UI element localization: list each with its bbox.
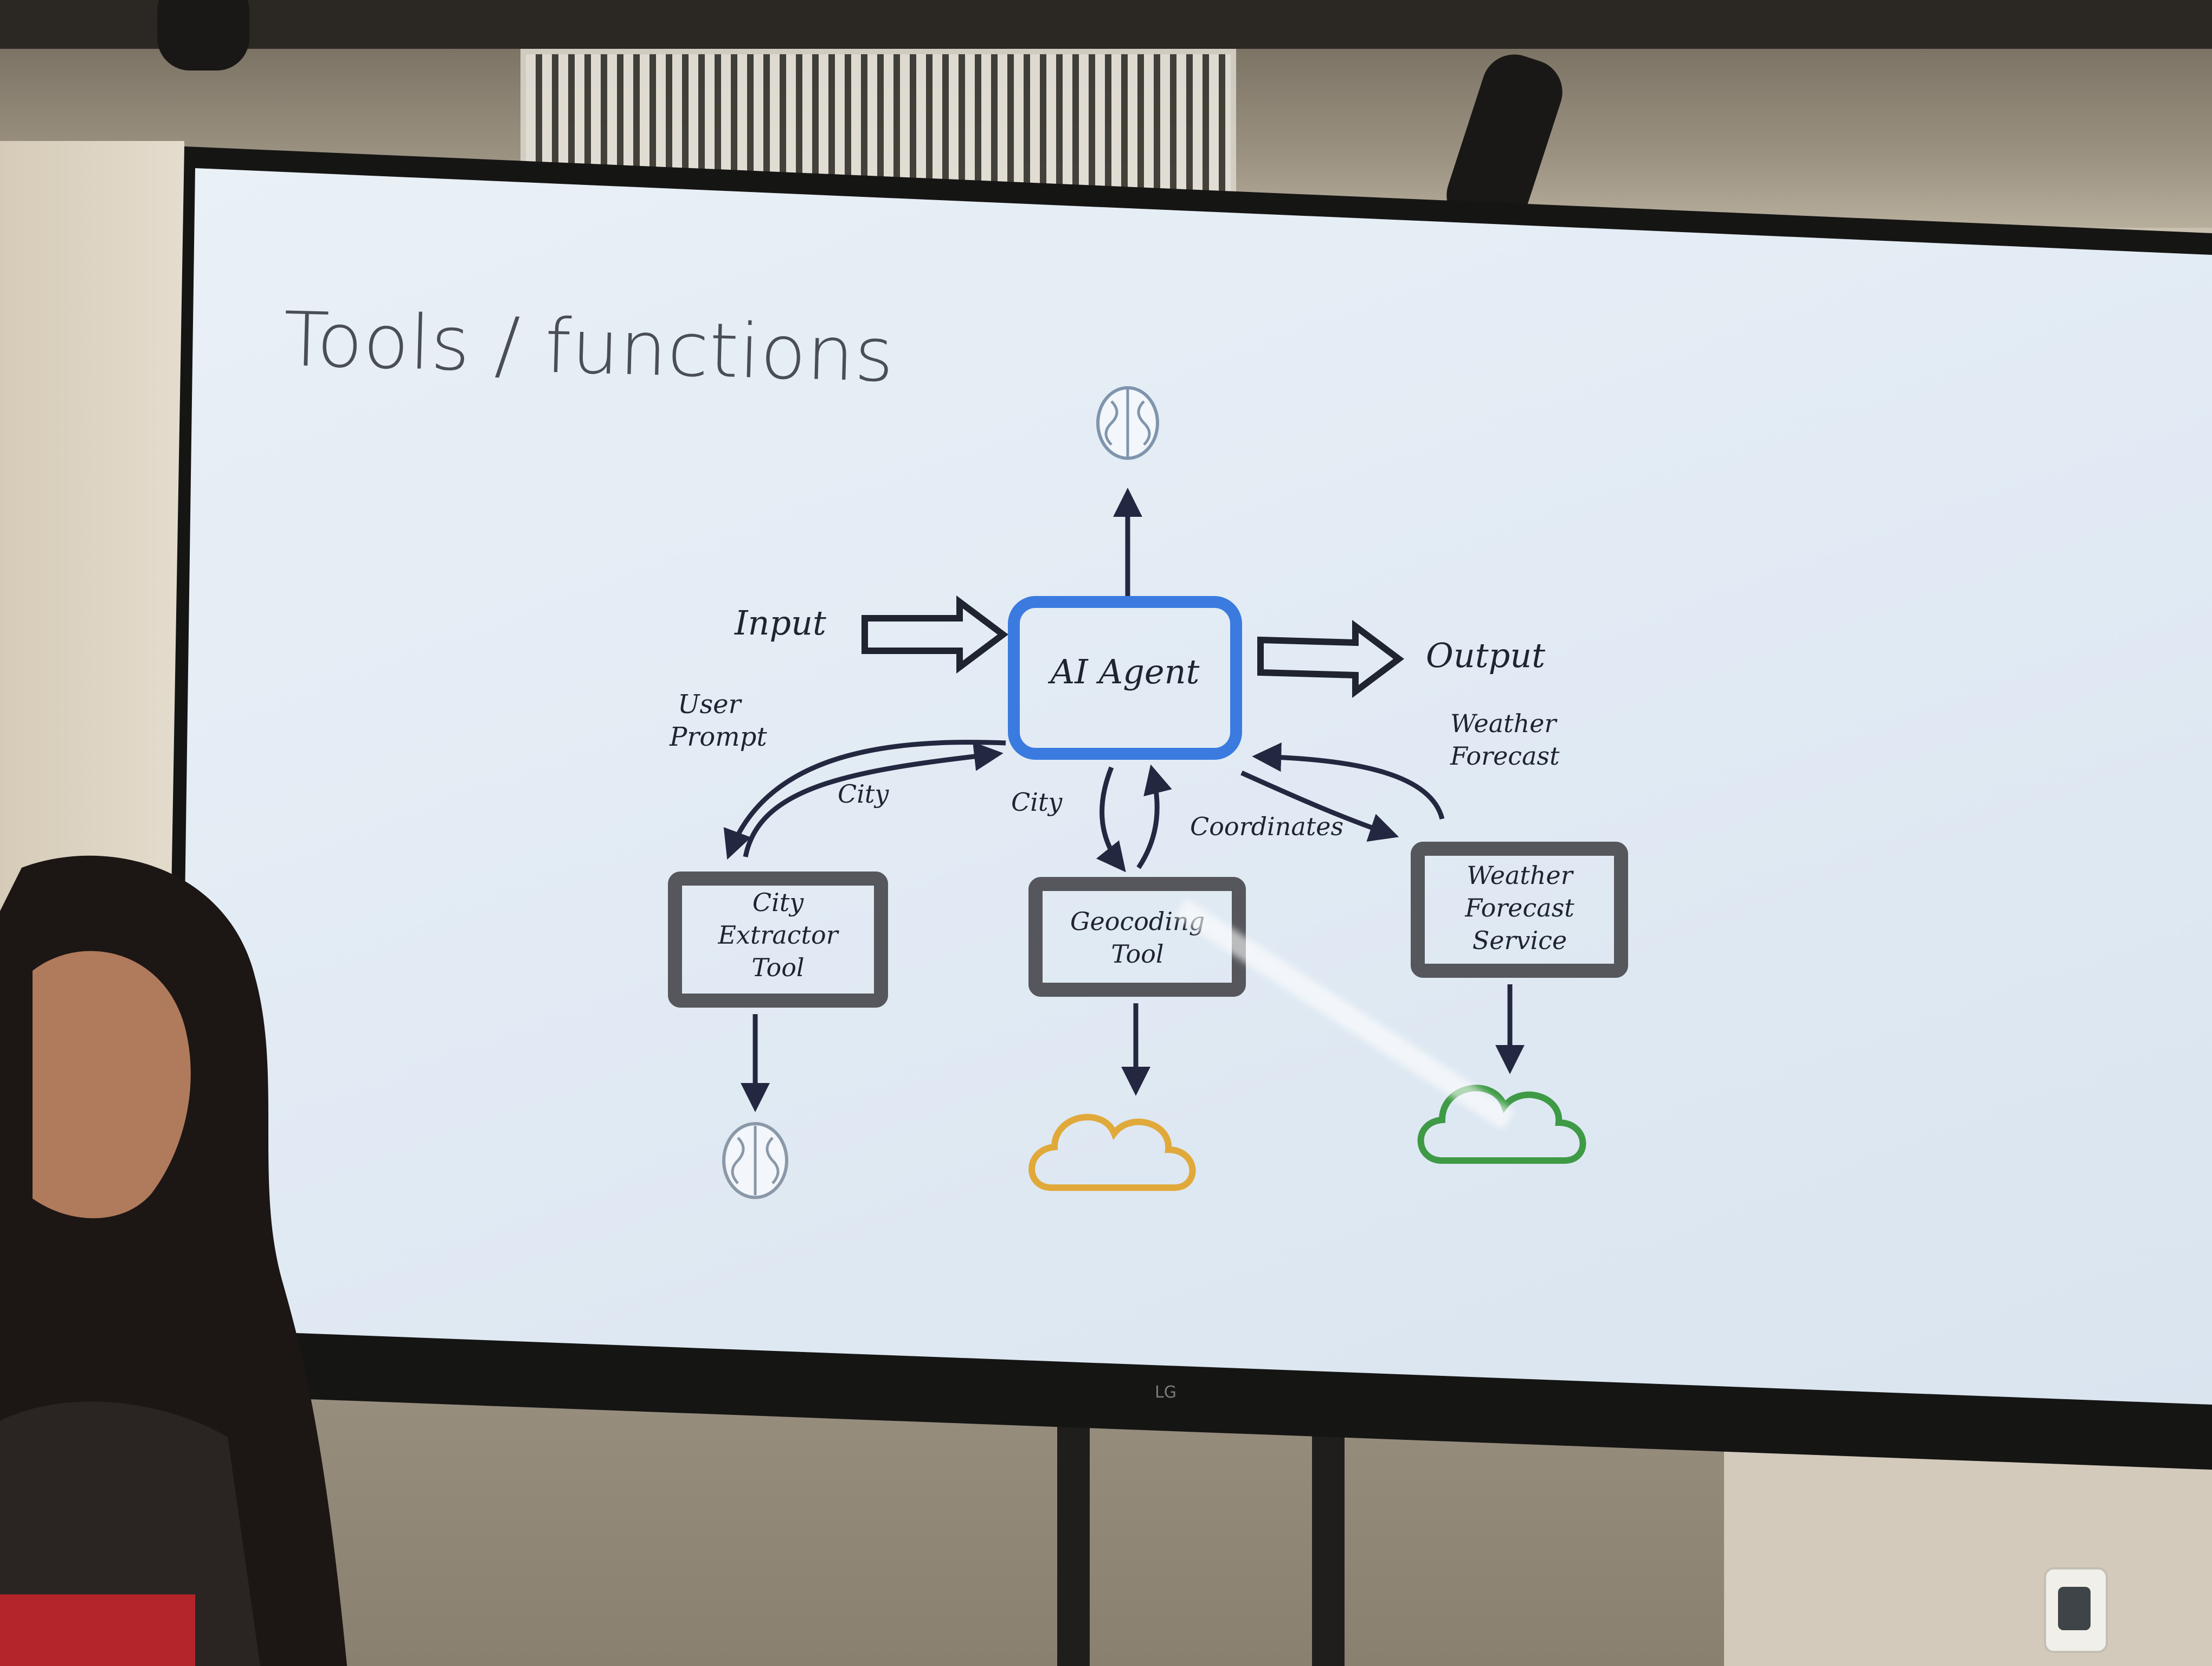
arrow-agent-to-weather [1240, 770, 1399, 842]
agent-diagram: Input AI Agent Output User Prompt City C… [668, 386, 1628, 1199]
cloud-icon [1028, 1113, 1196, 1191]
arrow-geocoding-to-agent [1136, 764, 1172, 869]
arrow-agent-to-geocoding [1096, 766, 1126, 873]
output-arrow-icon [1257, 620, 1404, 698]
brain-icon [1096, 386, 1159, 460]
city-extractor-tool-box: City Extractor Tool [668, 872, 888, 1008]
user-prompt-label-line1: User [678, 689, 742, 720]
input-arrow-icon [861, 595, 1008, 674]
weather-forecast-label-line1: Weather [1450, 709, 1558, 738]
city-extractor-line2: Extractor [717, 920, 839, 950]
slide-screen: Tools / functions Input AI Agent Output … [179, 168, 2212, 1405]
coordinates-label: Coordinates [1190, 812, 1343, 841]
city-extractor-line3: Tool [751, 953, 804, 982]
city-label-mid: City [1011, 787, 1063, 817]
ai-agent-box [1008, 596, 1242, 760]
right-wall [1724, 1443, 2212, 1666]
spotlight-left [157, 0, 249, 71]
output-label: Output [1426, 636, 1545, 675]
weather-service-line3: Service [1472, 926, 1567, 955]
tv-stand-right [1312, 1410, 1345, 1666]
ai-agent-label: AI Agent [1048, 652, 1200, 691]
arrow-weather-to-agent [1252, 742, 1445, 820]
wall-thermostat [2044, 1567, 2108, 1653]
tv-stand-left [1057, 1410, 1090, 1666]
tv-brand-logo: LG [1155, 1383, 1176, 1402]
input-label: Input [734, 603, 826, 643]
weather-forecast-service-box: Weather Forecast Service [1411, 842, 1628, 978]
arrow-city-extractor-to-agent [743, 741, 1004, 857]
weather-service-line2: Forecast [1464, 893, 1574, 922]
weather-forecast-label-line2: Forecast [1450, 741, 1560, 771]
weather-service-line1: Weather [1467, 861, 1574, 890]
brain-icon [722, 1122, 788, 1199]
presenter [0, 855, 347, 1666]
city-label-left: City [838, 779, 889, 809]
ceiling-beam [0, 0, 2212, 49]
geocoding-line2: Tool [1111, 939, 1163, 969]
city-extractor-line1: City [753, 888, 804, 917]
user-prompt-label-line2: Prompt [669, 722, 767, 752]
arrow-agent-to-city-extractor [723, 740, 1006, 860]
